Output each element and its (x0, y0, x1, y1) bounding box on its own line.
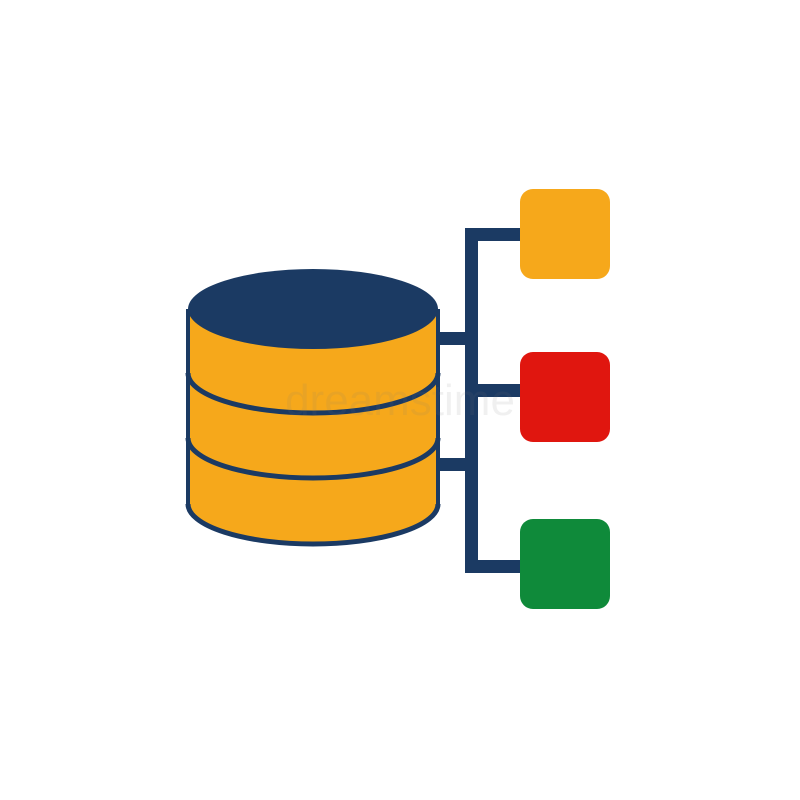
branch-top (465, 228, 522, 241)
watermark-text: dreamstime (285, 376, 515, 425)
node-bottom (520, 519, 610, 609)
branch-middle (465, 384, 522, 397)
cylinder-body (188, 309, 438, 544)
layer-line-2 (185, 437, 441, 481)
cylinder-bottom-outline (185, 503, 441, 547)
node-middle (520, 352, 610, 442)
layer-line-1 (185, 372, 441, 416)
node-top (520, 189, 610, 279)
db-connector-upper (435, 332, 475, 345)
tree-connectors (435, 228, 522, 573)
branch-bottom (465, 560, 522, 573)
cylinder-top (188, 269, 438, 349)
tree-spine (465, 228, 478, 573)
db-connector-lower (435, 458, 475, 471)
database-cylinder-icon (185, 269, 441, 547)
